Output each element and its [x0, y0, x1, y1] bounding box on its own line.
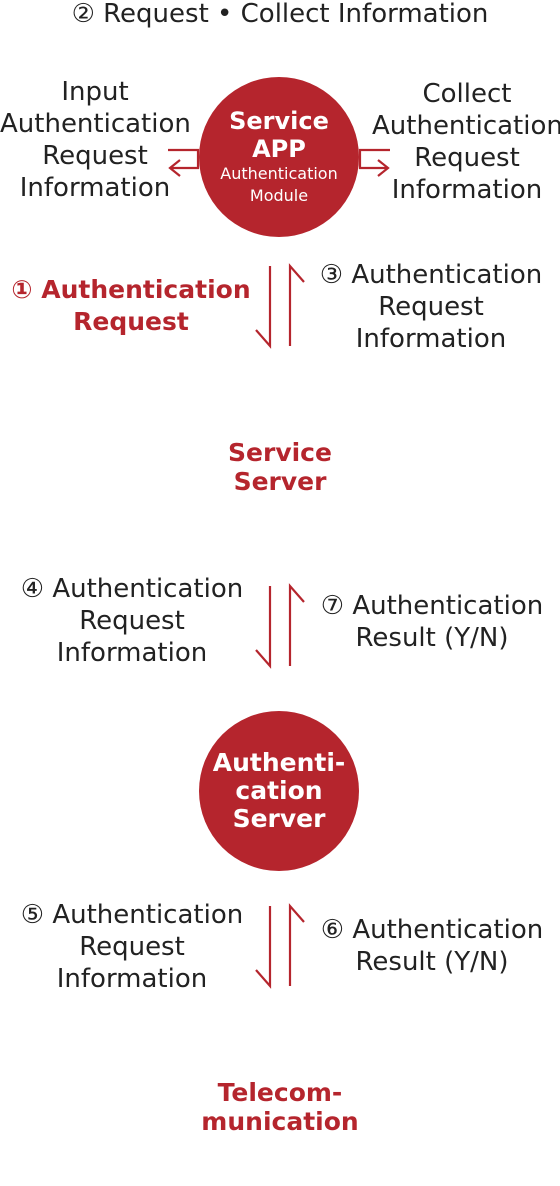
step5-line: Authentication: [52, 900, 244, 930]
collect-info-line: Information: [391, 175, 543, 205]
step5-label: ⑤ Authentication Request Information: [10, 899, 254, 995]
input-info-line: Information: [19, 173, 171, 203]
step4-line: Information: [56, 638, 208, 668]
input-info-line: Request: [42, 141, 148, 171]
telecom-line: Telecom-: [217, 1078, 343, 1107]
up-arrow-icon: [288, 903, 305, 986]
step3-line: Information: [355, 324, 507, 354]
collect-info-line: Request: [414, 143, 520, 173]
step5-line: Request: [79, 932, 185, 962]
step7-number: ⑦: [320, 591, 345, 621]
auth-server-line: Server: [232, 804, 326, 833]
step3-line: Authentication: [351, 260, 543, 290]
step1-line: Authentication: [41, 275, 251, 304]
service-app-node: Service APP Authentication Module: [199, 77, 359, 237]
down-arrow-icon: [255, 906, 272, 989]
step4-label: ④ Authentication Request Information: [10, 573, 254, 669]
step4-line: Authentication: [52, 574, 244, 604]
down-arrow-icon: [255, 266, 272, 349]
collect-arrow-icon: [358, 148, 390, 177]
collect-info-line: Authentication: [372, 111, 560, 141]
input-info-label: Input Authentication Request Information: [0, 76, 191, 204]
step2-number: ②: [71, 0, 95, 29]
step2-label: ② Request • Collect Information: [0, 0, 560, 30]
service-server-line: Service: [228, 438, 332, 467]
auth-server-line: Authenti-: [212, 748, 346, 777]
telecom-line: munication: [201, 1107, 359, 1136]
input-info-line: Authentication: [0, 109, 191, 139]
step3-line: Request: [378, 292, 484, 322]
service-server-node: Service Server: [180, 438, 380, 496]
auth-server-node: Authenti- cation Server: [199, 711, 359, 871]
service-app-title: Service: [229, 107, 329, 135]
step4-number: ④: [20, 574, 45, 604]
step1-number: ①: [11, 275, 33, 304]
step4-line: Request: [79, 606, 185, 636]
down-arrow-icon: [255, 586, 272, 669]
step6-line: Result (Y/N): [355, 947, 509, 977]
step7-line: Result (Y/N): [355, 623, 509, 653]
collect-info-label: Collect Authentication Request Informati…: [372, 78, 560, 206]
step5-line: Information: [56, 964, 208, 994]
step6-number: ⑥: [320, 915, 345, 945]
up-arrow-icon: [288, 263, 305, 346]
input-arrow-icon: [168, 148, 200, 177]
step3-label: ③ Authentication Request Information: [310, 259, 552, 355]
collect-info-line: Collect: [422, 79, 512, 109]
up-arrow-icon: [288, 583, 305, 666]
auth-server-line: cation: [235, 776, 323, 805]
service-app-title: APP: [252, 135, 306, 163]
step7-label: ⑦ Authentication Result (Y/N): [310, 590, 554, 654]
step1-label: ① Authentication Request: [0, 274, 262, 338]
step5-number: ⑤: [20, 900, 45, 930]
service-app-subtitle: Module: [249, 186, 309, 205]
service-app-subtitle: Authentication: [220, 164, 338, 183]
step1-line: Request: [73, 307, 189, 336]
service-server-line: Server: [233, 467, 327, 496]
input-info-line: Input: [61, 77, 129, 107]
telecom-node: Telecom- munication: [160, 1078, 400, 1136]
step6-line: Authentication: [352, 915, 544, 945]
step6-label: ⑥ Authentication Result (Y/N): [310, 914, 554, 978]
step3-number: ③: [319, 260, 344, 290]
step2-text: Request • Collect Information: [103, 0, 489, 29]
step7-line: Authentication: [352, 591, 544, 621]
